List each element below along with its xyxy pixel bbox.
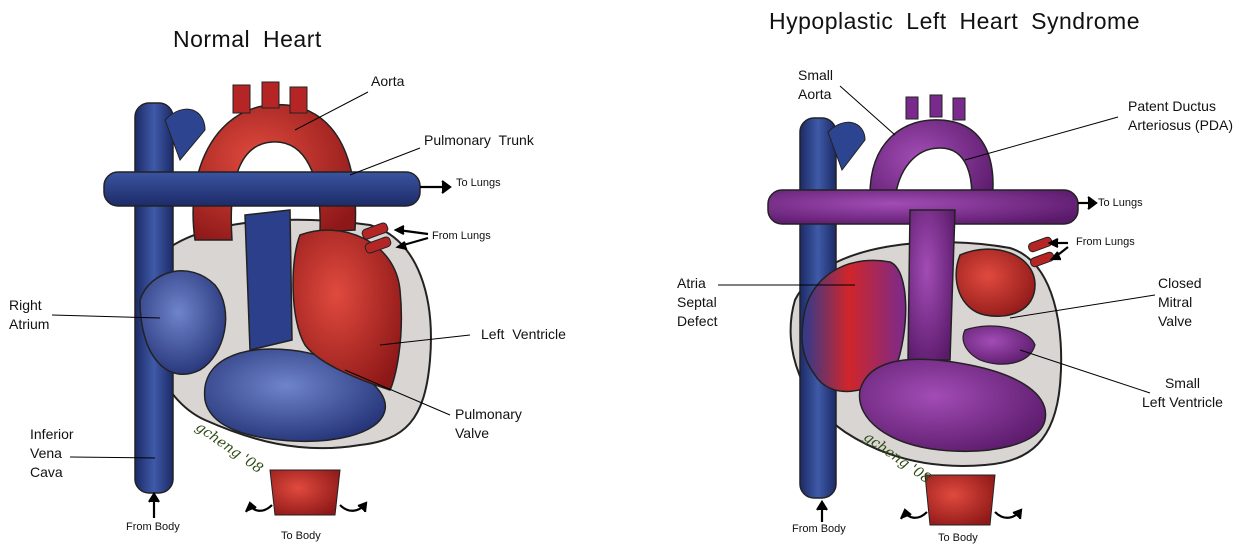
label-left-ventricle: Left Ventricle: [481, 325, 566, 344]
aorta-branch: [953, 98, 965, 120]
label-from-lungs: From Lungs: [432, 230, 491, 242]
hlhs-title: Hypoplastic Left Heart Syndrome: [769, 8, 1140, 35]
normal-heart-title: Normal Heart: [173, 26, 322, 53]
label-to-body-hlhs: To Body: [938, 532, 978, 544]
pulmonary-vein-shape: [1027, 236, 1053, 253]
label-from-body-hlhs: From Body: [792, 523, 846, 535]
label-to-body: To Body: [281, 530, 321, 542]
label-pda: Patent Ductus Arteriosus (PDA): [1128, 97, 1233, 135]
label-pulmonary-trunk: Pulmonary Trunk: [424, 131, 534, 150]
normal-heart-drawing: [52, 82, 470, 518]
hlhs-heart-drawing: [718, 86, 1155, 525]
label-atrial-septal-defect: Atria Septal Defect: [677, 274, 717, 331]
label-right-atrium: Right Atrium: [9, 296, 49, 334]
pda-trunk-shape: [908, 210, 955, 360]
descending-aorta-shape: [270, 470, 340, 515]
aorta-branch: [233, 85, 250, 113]
aorta-branch: [290, 87, 307, 113]
label-to-lungs: To Lungs: [456, 177, 501, 189]
label-to-lungs-hlhs: To Lungs: [1098, 197, 1143, 209]
aorta-branch: [906, 97, 918, 119]
label-small-aorta: Small Aorta: [798, 66, 833, 104]
label-aorta: Aorta: [371, 72, 404, 91]
label-inferior-vena-cava: Inferior Vena Cava: [30, 425, 74, 482]
descending-aorta-shape: [925, 475, 995, 525]
aorta-branch: [930, 95, 942, 117]
pulmonary-artery-shape: [104, 172, 420, 206]
aorta-branch: [262, 82, 279, 108]
label-closed-mitral-valve: Closed Mitral Valve: [1158, 274, 1202, 331]
label-small-left-ventricle: Small Left Ventricle: [1142, 374, 1223, 412]
pulmonary-trunk-shape: [245, 210, 292, 350]
label-from-body: From Body: [126, 521, 180, 533]
label-from-lungs-hlhs: From Lungs: [1076, 236, 1135, 248]
label-pulmonary-valve: Pulmonary Valve: [455, 405, 522, 443]
